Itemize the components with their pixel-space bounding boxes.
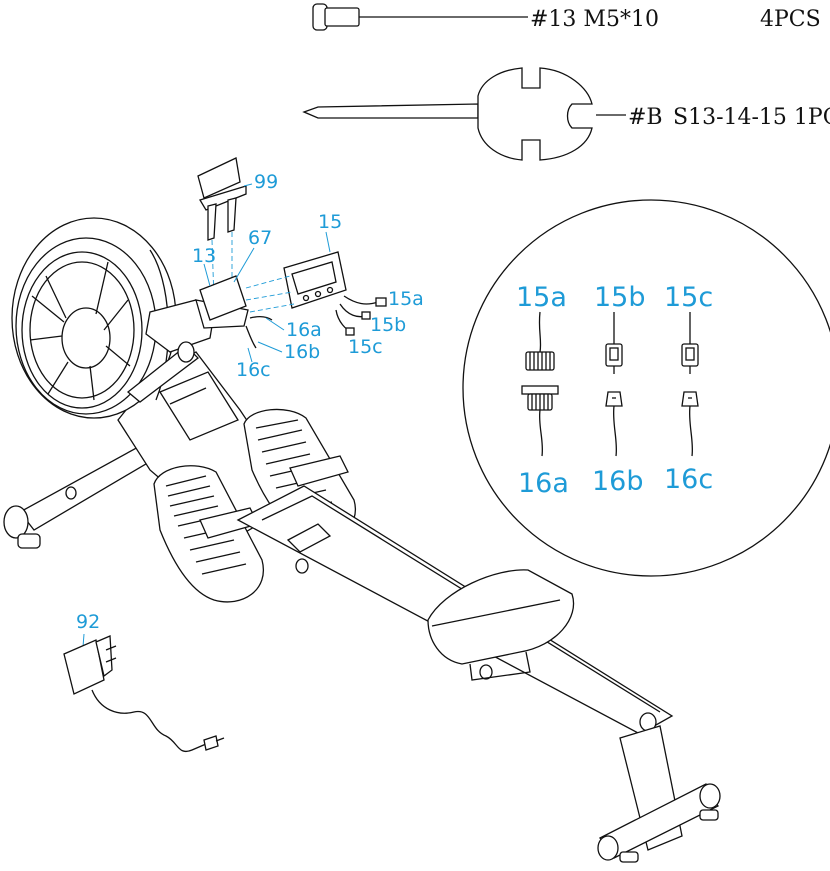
bolt-icon (312, 3, 528, 31)
console-display-icon (283, 251, 347, 309)
bolt-code: #13 M5*10 (530, 7, 659, 32)
detail-label-15a: 15a (516, 282, 567, 313)
label-15: 15 (318, 211, 342, 233)
connector-a-icon (521, 311, 559, 457)
wrench-code: #B (628, 105, 663, 130)
label-15a: 15a (388, 288, 424, 310)
label-16c: 16c (236, 359, 271, 381)
rowing-machine (3, 217, 721, 863)
connector-c-icon (681, 312, 699, 457)
front-stabilizer (3, 445, 158, 549)
plug-icon (63, 635, 117, 695)
label-16b: 16b (284, 341, 320, 363)
label-67: 67 (248, 227, 272, 249)
bolt-qty: 4PCS (760, 7, 821, 32)
detail-label-15c: 15c (664, 282, 713, 313)
label-15b: 15b (370, 314, 406, 336)
label-92: 92 (76, 611, 100, 633)
label-13: 13 (192, 245, 216, 267)
seat (427, 569, 575, 681)
handlebar-arm (126, 299, 249, 403)
wrench-hardware: #B S13-14-15 1PC (302, 67, 830, 161)
rear-stabilizer (597, 725, 721, 863)
detail-label-16a: 16a (518, 468, 569, 499)
power-adapter: 92 (63, 611, 225, 753)
label-15c: 15c (348, 336, 383, 358)
detail-label-16b: 16b (592, 466, 644, 497)
detail-label-16c: 16c (664, 464, 713, 495)
connector-detail: 15a 15b 15c (462, 199, 830, 577)
detail-label-15b: 15b (594, 282, 646, 313)
label-16a: 16a (286, 319, 322, 341)
label-99: 99 (254, 171, 278, 193)
fan-flywheel (11, 217, 177, 419)
wrench-icon (302, 67, 626, 161)
connector-b-icon (605, 312, 623, 457)
console-assembly: 13 67 15 15a 15b 15c 16a 16b 16c (192, 211, 424, 381)
bolt-hardware: #13 M5*10 4PCS (312, 3, 821, 32)
wrench-spec: S13-14-15 1PC (673, 105, 830, 130)
tablet-holder: 99 (197, 157, 278, 301)
foot-plate-left (153, 465, 265, 603)
